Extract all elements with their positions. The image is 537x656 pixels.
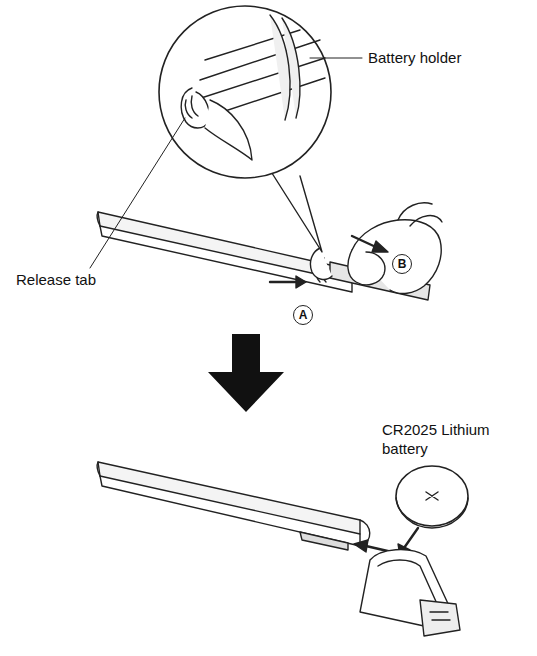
remote-body <box>98 462 360 534</box>
thumb <box>348 250 385 285</box>
battery-slot <box>300 532 348 550</box>
magnifier-circle <box>159 6 331 178</box>
battery-edge <box>396 498 468 528</box>
circled-letter: B <box>392 254 412 274</box>
plus-mark <box>426 492 438 500</box>
leader-line <box>90 118 185 268</box>
remote-side <box>100 476 360 546</box>
holder-slot <box>270 15 300 120</box>
coin-battery <box>396 466 468 526</box>
holder-tab <box>420 600 460 636</box>
arrow-a-head <box>296 276 306 288</box>
finger-zoom <box>205 100 252 160</box>
part-label: Battery holder <box>366 48 463 67</box>
remote-end <box>97 212 100 226</box>
release-tab-zoom <box>181 88 209 128</box>
magnifier-pointer <box>270 170 322 252</box>
step-letter: B <box>398 258 407 270</box>
tab-ridges <box>185 96 198 118</box>
fingers <box>398 203 442 226</box>
holder-inner <box>378 560 438 606</box>
finger-tip <box>310 248 332 279</box>
remote-end <box>97 462 100 476</box>
insert-arrow-head <box>354 540 368 552</box>
arrow-b-head <box>372 241 388 252</box>
step-letter: A <box>299 309 308 321</box>
leader-line <box>310 58 362 59</box>
down-arrow <box>208 334 284 412</box>
tab-ridges <box>430 612 450 620</box>
battery-arrow <box>404 528 418 548</box>
part-label: CR2025 Lithium battery <box>380 420 514 458</box>
part-label: Release tab <box>14 270 98 289</box>
arrow-a <box>270 281 296 283</box>
circled-letter: A <box>293 305 313 325</box>
